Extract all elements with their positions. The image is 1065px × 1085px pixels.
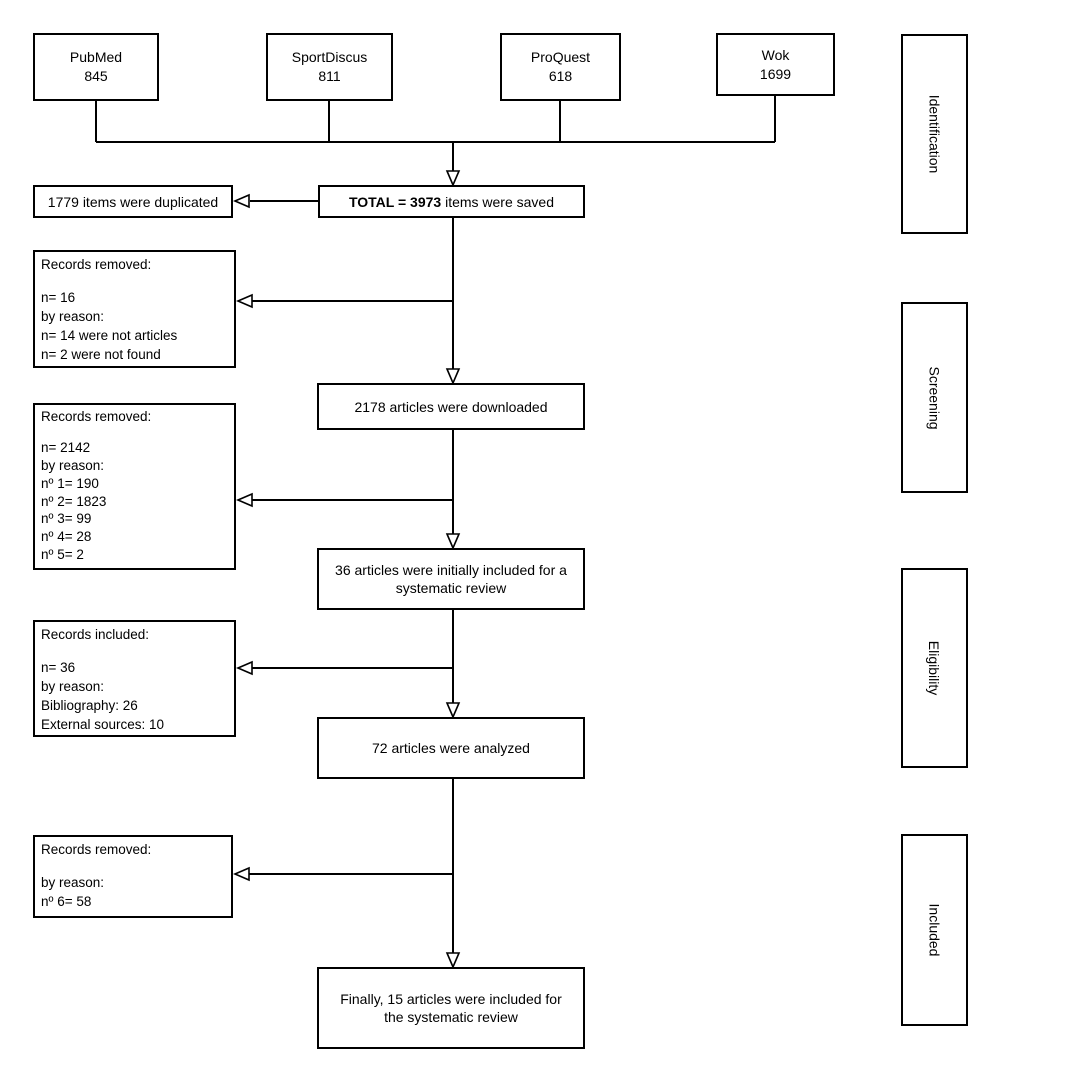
records-line: Records removed:: [41, 257, 152, 272]
records-included-box: Records included: n= 36 by reason: Bibli…: [33, 620, 236, 737]
source-box-sportdiscus: SportDiscus 811: [266, 33, 393, 101]
arrowhead-down-final: [445, 952, 461, 970]
stage-box-eligibility: Eligibility: [901, 568, 968, 768]
records-line: n= 36: [41, 659, 76, 675]
records-line: n= 2142: [41, 440, 91, 456]
records-line: n= 14 were not articles: [41, 327, 178, 343]
records-line: [41, 274, 228, 288]
duplicated-box: 1779 items were duplicated: [33, 185, 233, 218]
records-line: [41, 426, 228, 440]
records-line: Records removed:: [41, 842, 152, 857]
source-count: 1699: [759, 65, 792, 82]
initial-included-line1: 36 articles were initially included for …: [335, 562, 567, 578]
total-label: TOTAL = 3973 items were saved: [349, 193, 554, 211]
downloaded-label: 2178 articles were downloaded: [354, 398, 548, 415]
records-line: Records included:: [41, 627, 150, 642]
records-line: by reason:: [41, 874, 105, 890]
source-name: SportDiscus: [291, 49, 368, 65]
records-removed-box-3: Records removed: by reason: nº 6= 58: [33, 835, 233, 918]
source-box-pubmed: PubMed 845: [33, 33, 159, 101]
duplicated-label: 1779 items were duplicated: [47, 193, 219, 210]
arrowhead-left-removed2: [235, 492, 253, 508]
final-included-line1: Finally, 15 articles were included for: [340, 991, 562, 1007]
records-line: Records removed:: [41, 409, 152, 424]
stage-label: Screening: [926, 365, 943, 430]
total-rest: items were saved: [441, 193, 555, 210]
records-removed-box-2: Records removed: n= 2142 by reason: nº 1…: [33, 403, 236, 570]
records-line: by reason:: [41, 678, 105, 694]
initial-included-box: 36 articles were initially included for …: [317, 548, 585, 610]
records-line: n= 2 were not found: [41, 346, 161, 362]
source-count: 845: [84, 68, 108, 84]
source-name: Wok: [761, 46, 790, 63]
source-count: 618: [548, 68, 573, 84]
downloaded-box: 2178 articles were downloaded: [317, 383, 585, 430]
source-box-wok: Wok 1699: [716, 33, 835, 96]
records-line: nº 6= 58: [41, 893, 92, 909]
arrowhead-left-removed1: [235, 293, 253, 309]
records-line: by reason:: [41, 308, 105, 324]
arrowhead-down-downloaded: [445, 368, 461, 386]
records-line: nº 5= 2: [41, 547, 84, 563]
stage-label: Identification: [926, 94, 943, 174]
records-line: External sources: 10: [41, 716, 165, 732]
records-removed-box-1: Records removed: n= 16 by reason: n= 14 …: [33, 250, 236, 368]
arrowhead-left-removed3: [232, 866, 250, 882]
source-name: PubMed: [69, 49, 123, 65]
arrowhead-down-initial: [445, 533, 461, 551]
records-line: [41, 644, 228, 658]
stage-box-screening: Screening: [901, 302, 968, 493]
stage-label: Included: [926, 903, 943, 957]
arrowhead-down-total: [445, 170, 461, 188]
stage-box-identification: Identification: [901, 34, 968, 234]
records-line: n= 16: [41, 289, 76, 305]
source-name: ProQuest: [530, 49, 591, 65]
records-line: nº 4= 28: [41, 529, 92, 545]
source-box-proquest: ProQuest 618: [500, 33, 621, 101]
arrowhead-left-included-records: [235, 660, 253, 676]
initial-included-line2: systematic review: [395, 580, 507, 596]
total-box: TOTAL = 3973 items were saved: [318, 185, 585, 218]
records-line: nº 2= 1823: [41, 493, 107, 509]
records-line: [41, 859, 225, 873]
final-included-box: Finally, 15 articles were included for t…: [317, 967, 585, 1049]
final-included-line2: the systematic review: [384, 1009, 518, 1025]
source-count: 811: [318, 68, 341, 84]
records-line: by reason:: [41, 458, 105, 474]
records-line: nº 1= 190: [41, 475, 99, 491]
analyzed-label: 72 articles were analyzed: [372, 740, 530, 756]
stage-label: Eligibility: [926, 640, 943, 696]
total-bold: TOTAL = 3973: [348, 193, 442, 210]
analyzed-box: 72 articles were analyzed: [317, 717, 585, 779]
records-line: Bibliography: 26: [41, 697, 138, 713]
stage-box-included: Included: [901, 834, 968, 1026]
flow-lines: [95, 96, 776, 954]
arrowheads: [232, 170, 461, 970]
arrowhead-down-analyzed: [445, 702, 461, 720]
records-line: nº 3= 99: [41, 511, 92, 527]
arrowhead-left-duplicated: [232, 193, 250, 209]
